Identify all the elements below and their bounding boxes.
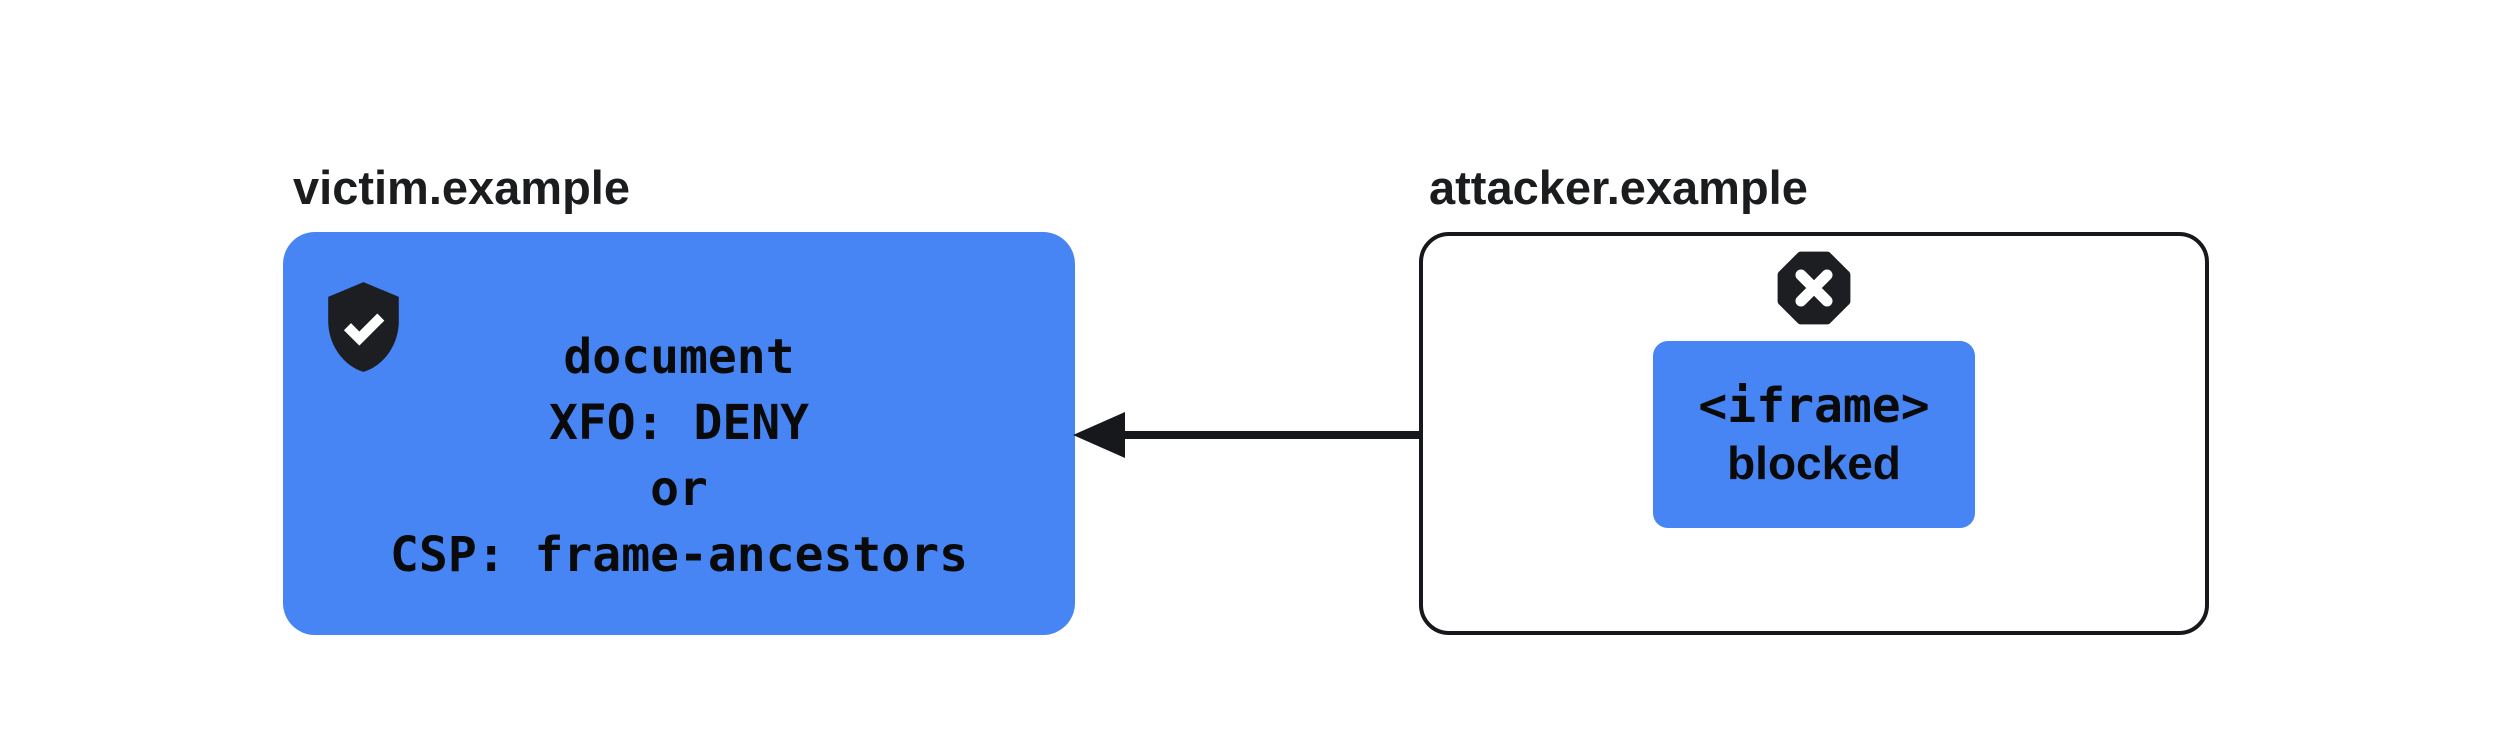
victim-line-xfo-deny: XFO: DENY bbox=[548, 395, 810, 451]
victim-domain-label: victim.example bbox=[293, 161, 631, 214]
victim-line-csp-frame-ancestors: CSP: frame-ancestors bbox=[390, 527, 968, 583]
iframe-tag-text: <iframe> bbox=[1698, 377, 1930, 434]
iframe-blocked-text: blocked bbox=[1727, 436, 1901, 489]
attacker-domain-label: attacker.example bbox=[1429, 161, 1808, 214]
attacker-page-box: <iframe> blocked bbox=[1419, 232, 2209, 635]
shield-check-icon bbox=[325, 281, 402, 373]
arrow-line bbox=[1110, 431, 1653, 439]
iframe-blocked-box: <iframe> blocked bbox=[1653, 341, 1975, 528]
victim-line-or: or bbox=[650, 461, 708, 517]
victim-line-document: document bbox=[563, 329, 795, 385]
arrow-head-icon bbox=[1073, 412, 1125, 458]
blocked-octagon-x-icon bbox=[1775, 248, 1853, 328]
